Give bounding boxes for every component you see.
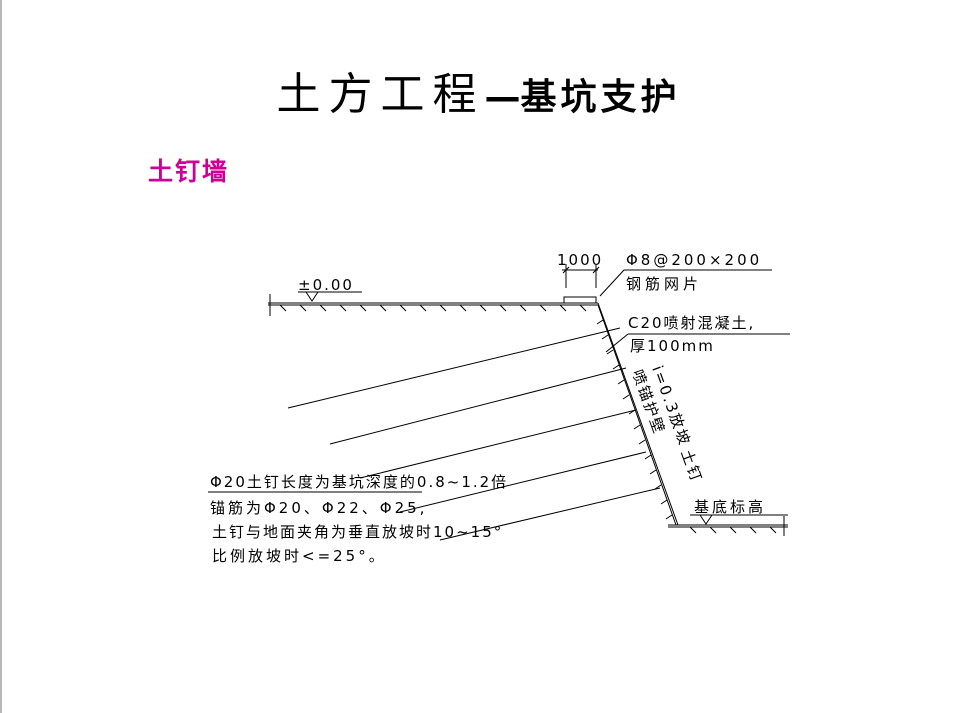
concrete-label-line1: C20喷射混凝土, <box>628 314 755 332</box>
slide-title: 土方工程—基坑支护 <box>0 58 957 122</box>
slide-left-border <box>0 0 2 713</box>
ground-level-marker <box>298 291 362 302</box>
soil-nail-5 <box>439 487 661 541</box>
soil-nail-4 <box>399 451 647 513</box>
note-line-1: Φ20土钉长度为基坑深度的0.8~1.2倍 <box>210 473 508 491</box>
mesh-spec-label: Φ8@200×200 <box>626 251 762 269</box>
title-main: 土方工程 <box>276 69 485 120</box>
soil-nail-label: 土钉 <box>677 447 706 485</box>
concrete-pointer <box>605 333 629 353</box>
base-level-marker <box>699 514 713 525</box>
ground-hatching <box>279 304 587 312</box>
note-line-2: 锚筋为Φ20、Φ22、Φ25, <box>210 499 427 517</box>
dimension-1000 <box>562 264 600 304</box>
note-line-4: 比例放坡时<=25°。 <box>212 547 387 565</box>
base-hatching <box>689 526 777 534</box>
note-line-3: 土钉与地面夹角为垂直放坡时10~15° <box>212 523 503 541</box>
base-level-label: 基底标高 <box>694 498 766 516</box>
offset-dimension-label: 1000 <box>557 251 603 269</box>
soil-nail-2 <box>329 367 627 445</box>
section-subtitle: 土钉墙 <box>148 157 230 186</box>
slope-hatching <box>596 319 673 520</box>
title-dash: — <box>484 77 521 118</box>
soil-nails <box>287 327 661 541</box>
slope-wall-line <box>597 302 679 526</box>
mesh-spec-pointer <box>599 269 625 297</box>
soil-nail-1 <box>287 327 621 409</box>
mesh-plate-block <box>563 296 597 304</box>
concrete-label-line2: 厚100mm <box>630 337 715 355</box>
title-sub: 基坑支护 <box>520 77 681 118</box>
slope-wall-line-inner <box>597 304 677 526</box>
soil-nail-3 <box>359 409 637 479</box>
ground-level-label: ±0.00 <box>298 276 354 294</box>
mesh-name-label: 钢筋网片 <box>626 275 702 293</box>
